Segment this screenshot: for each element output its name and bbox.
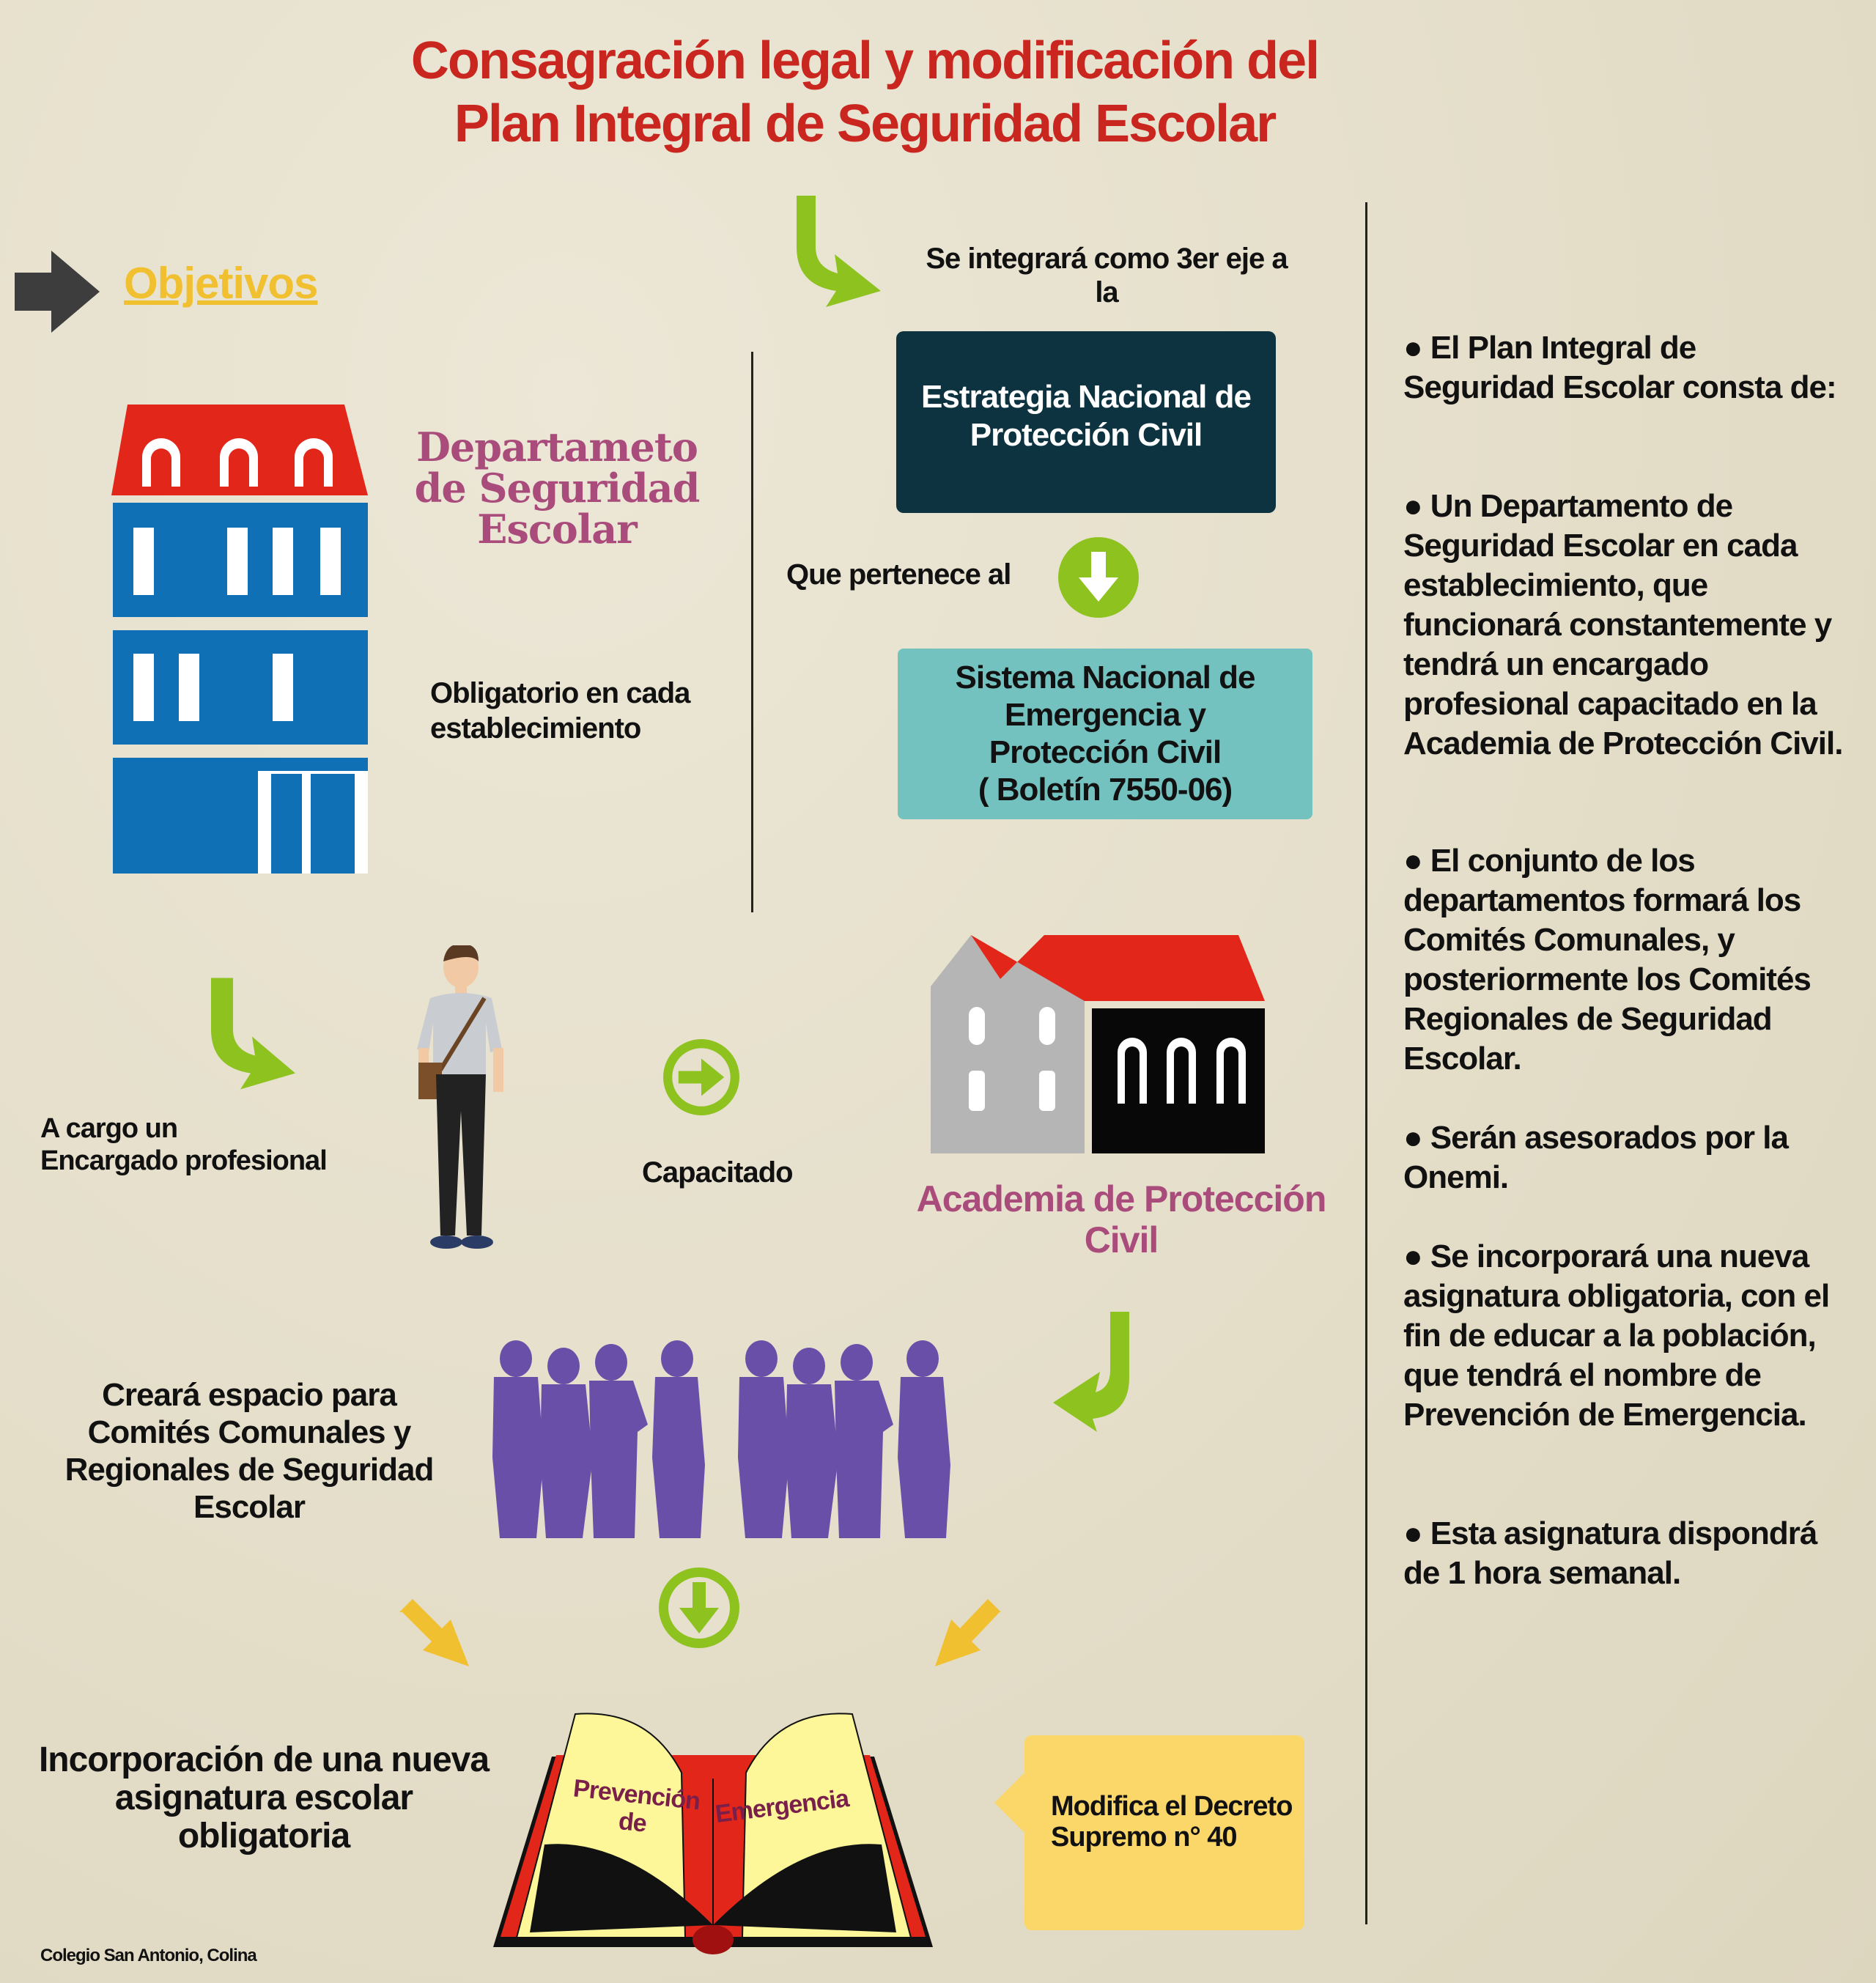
yellow-arrow-down-right-icon xyxy=(399,1599,469,1666)
page-title: Consagración legal y modificación del Pl… xyxy=(220,29,1510,155)
a-cargo-text: A cargo un Encargado profesional xyxy=(40,1112,328,1177)
se-integrara-text: Se integrará como 3er eje a la xyxy=(901,242,1312,309)
green-hook-arrow-icon xyxy=(797,196,881,307)
right-panel-item: ● Esta asignatura dispondrá de 1 hora se… xyxy=(1403,1515,1817,1591)
creara-line: Escolar xyxy=(193,1489,306,1525)
callout-line: Modifica el Decreto xyxy=(1051,1791,1293,1822)
estrategia-line: Protección Civil xyxy=(970,417,1203,453)
incorporacion-text: Incorporación de una nueva asignatura es… xyxy=(29,1741,498,1855)
que-pertenece-text: Que pertenece al xyxy=(786,558,1011,591)
academia-label: Academia de Protección Civil xyxy=(901,1178,1341,1260)
green-hook-arrow-icon xyxy=(1053,1312,1129,1432)
incorporacion-line: asignatura escolar xyxy=(114,1779,413,1817)
open-book-icon xyxy=(493,1713,933,1954)
sistema-line: Emergencia y xyxy=(1004,697,1206,733)
decreto-callout: Modifica el Decreto Supremo n° 40 xyxy=(1024,1735,1304,1930)
right-panel-item: ● El Plan Integral de Seguridad Escolar … xyxy=(1403,330,1837,405)
incorporacion-line: Incorporación de una nueva xyxy=(38,1740,490,1779)
callout-line: Supremo n° 40 xyxy=(1051,1822,1237,1853)
professional-person-icon xyxy=(417,945,503,1249)
creara-line: Creará espacio para xyxy=(102,1377,397,1413)
academy-building-icon xyxy=(931,935,1265,1153)
right-panel-item: ● Un Departamento de Seguridad Escolar e… xyxy=(1403,488,1843,761)
academia-line: Academia de Protección xyxy=(916,1178,1327,1219)
divider-line xyxy=(751,352,753,912)
se-integrara-line: Se integrará como 3er eje a xyxy=(926,243,1288,275)
green-down-arrow-circle-icon xyxy=(659,1567,739,1648)
school-building-icon xyxy=(111,405,368,874)
creara-line: Regionales de Seguridad xyxy=(64,1452,435,1488)
departamento-line: de Seguridad xyxy=(414,465,701,512)
sistema-box: Sistema Nacional de Emergencia y Protecc… xyxy=(898,649,1312,819)
a-cargo-line: A cargo un xyxy=(40,1113,178,1144)
sistema-line: Protección Civil xyxy=(989,734,1222,770)
dark-arrow-right-icon xyxy=(15,251,100,333)
obligatorio-line: establecimiento xyxy=(430,712,641,745)
departamento-heading: Departameto de Seguridad Escolar xyxy=(396,426,718,550)
green-right-arrow-circle-icon xyxy=(663,1039,739,1115)
sistema-line: Sistema Nacional de xyxy=(955,660,1256,695)
academia-line: Civil xyxy=(1084,1219,1159,1260)
se-integrara-line: la xyxy=(1095,276,1118,309)
creara-text: Creará espacio para Comités Comunales y … xyxy=(44,1376,454,1526)
a-cargo-line: Encargado profesional xyxy=(40,1145,328,1176)
estrategia-box: Estrategia Nacional de Protección Civil xyxy=(896,331,1276,513)
callout-pointer xyxy=(994,1766,1031,1839)
incorporacion-line: obligatoria xyxy=(177,1817,350,1855)
yellow-arrow-down-left-icon xyxy=(935,1599,1001,1666)
estrategia-line: Estrategia Nacional de xyxy=(921,379,1252,415)
footer-credit: Colegio San Antonio, Colina xyxy=(40,1946,257,1965)
creara-line: Comités Comunales y xyxy=(87,1414,412,1450)
title-line-2: Plan Integral de Seguridad Escolar xyxy=(454,95,1277,153)
departamento-line: Departameto xyxy=(416,424,698,470)
right-panel-item: ● El conjunto de los departamentos forma… xyxy=(1403,843,1812,1077)
divider-line xyxy=(1365,202,1367,1924)
green-down-arrow-circle-icon xyxy=(1058,537,1139,618)
right-panel-item: ● Serán asesorados por la Onemi. xyxy=(1403,1120,1789,1195)
sistema-line: ( Boletín 7550-06) xyxy=(978,772,1233,808)
people-group-icon xyxy=(492,1340,950,1538)
right-panel-item: ● Se incorporará una nueva asignatura ob… xyxy=(1403,1238,1830,1433)
obligatorio-text: Obligatorio en cada establecimiento xyxy=(430,676,690,746)
obligatorio-line: Obligatorio en cada xyxy=(430,677,690,709)
green-hook-arrow-icon xyxy=(211,978,295,1090)
capacitado-text: Capacitado xyxy=(642,1156,794,1189)
departamento-line: Escolar xyxy=(477,506,637,553)
title-line-1: Consagración legal y modificación del xyxy=(410,32,1320,90)
objetivos-link[interactable]: Objetivos xyxy=(124,259,318,308)
